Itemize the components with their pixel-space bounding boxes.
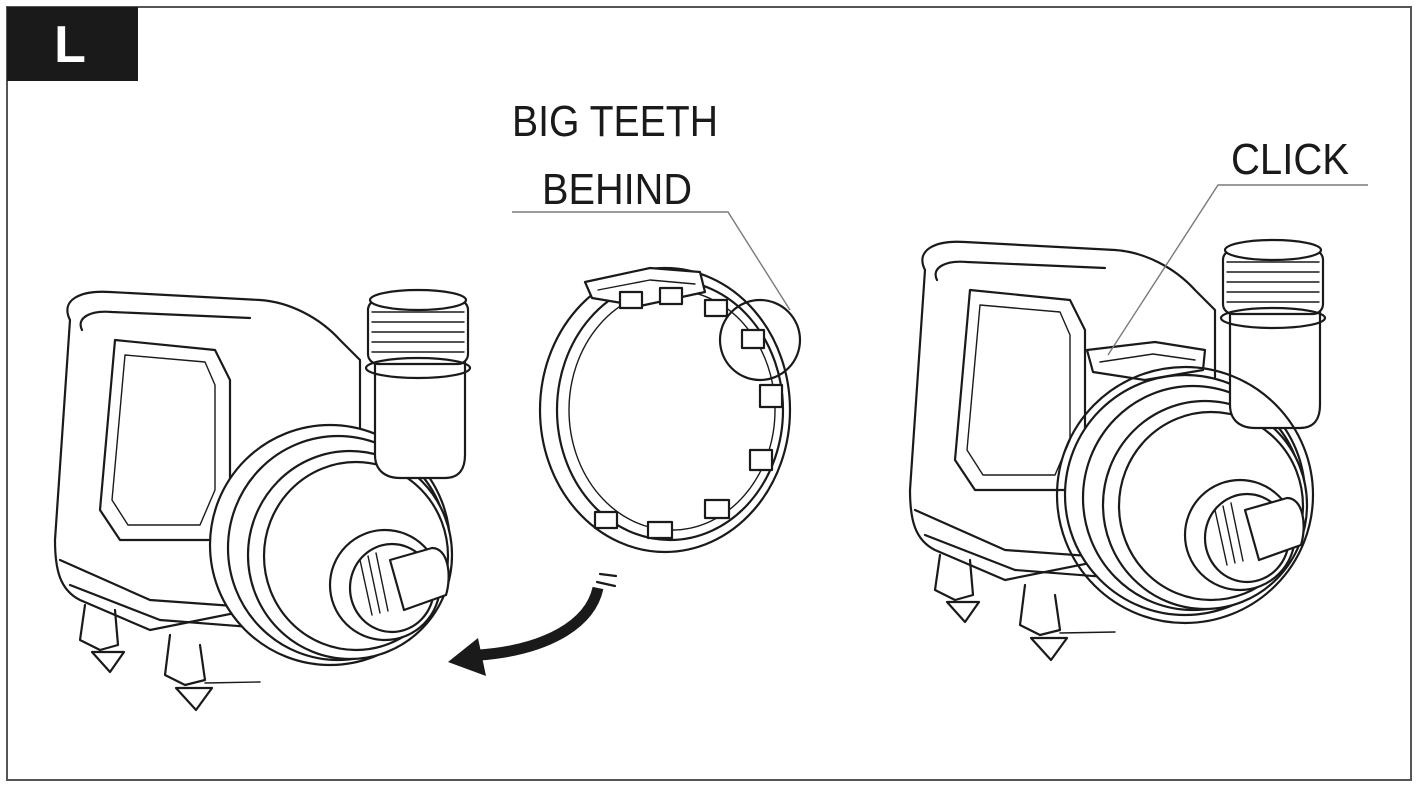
teeth-leader-line (512, 211, 791, 311)
teeth-callout-line1: BIG TEETH (512, 97, 718, 146)
click-leader-line (1107, 184, 1368, 356)
clip-ring-icon (538, 266, 802, 554)
click-callout: CLICK (1231, 135, 1349, 184)
curved-arrow-icon (448, 572, 618, 676)
diagram-frame (6, 6, 1412, 781)
pump-with-ring-icon (908, 238, 1327, 662)
step-letter: L (54, 16, 86, 74)
pump-without-ring-icon (53, 288, 472, 712)
step-badge: L (7, 7, 138, 81)
teeth-callout-line2: BEHIND (542, 165, 692, 214)
